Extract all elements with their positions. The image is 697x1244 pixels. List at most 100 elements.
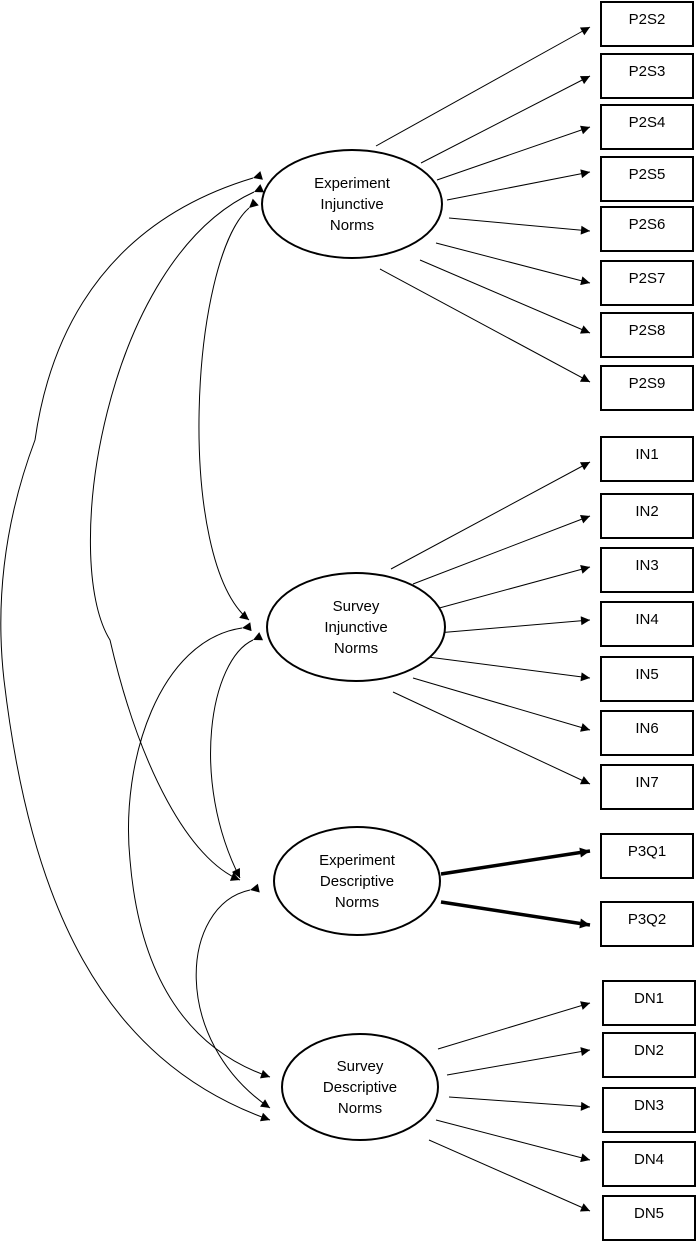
- latent-label-line: Experiment: [319, 852, 396, 869]
- indicator-in2: IN2: [600, 493, 694, 539]
- covariance-arrow-sur-inj-sur-desc: [128, 622, 271, 1079]
- loading-arrow-in6: [412, 677, 591, 732]
- indicator-label: IN1: [635, 446, 658, 463]
- latent-label-line: Survey: [337, 1058, 384, 1075]
- indicator-dn1: DN1: [602, 980, 696, 1026]
- loading-arrow-p2s8: [419, 259, 591, 334]
- indicator-label: DN5: [634, 1205, 664, 1222]
- indicator-box: [600, 710, 694, 756]
- indicator-label: P2S3: [629, 63, 666, 80]
- loading-arrow-in7: [392, 691, 591, 785]
- loading-arrow-in5: [427, 656, 591, 682]
- indicator-p2s9: P2S9: [600, 365, 694, 411]
- latent-ellipse: [266, 572, 446, 682]
- indicator-p2s8: P2S8: [600, 312, 694, 358]
- indicator-label: IN2: [635, 503, 658, 520]
- latent-ellipses: ExperimentInjunctiveNormsSurveyInjunctiv…: [261, 149, 446, 1141]
- indicator-box: [600, 260, 694, 306]
- indicator-p2s6: P2S6: [600, 206, 694, 252]
- loading-arrow-p2s2: [375, 26, 591, 147]
- covariance-arrow-exp-inj-exp-desc: [89, 184, 265, 881]
- indicator-box: [600, 206, 694, 252]
- latent-ellipse: [281, 1033, 439, 1141]
- indicator-box: [600, 156, 694, 202]
- indicator-box: [600, 53, 694, 99]
- latent-label-line: Norms: [330, 217, 374, 234]
- indicator-label: DN3: [634, 1097, 664, 1114]
- indicator-box: [600, 312, 694, 358]
- indicator-in7: IN7: [600, 764, 694, 810]
- indicator-box: [602, 1195, 696, 1241]
- indicator-label: IN5: [635, 666, 658, 683]
- covariance-arrow-exp-inj-sur-inj: [198, 198, 259, 621]
- indicator-dn5: DN5: [602, 1195, 696, 1241]
- loading-arrow-p2s9: [379, 268, 591, 383]
- covariance-arrows: [0, 171, 271, 1122]
- latent-label-line: Injunctive: [320, 196, 383, 213]
- indicator-dn3: DN3: [602, 1087, 696, 1133]
- covariance-arrow-exp-inj-sur-desc: [0, 171, 271, 1122]
- indicator-box: [600, 833, 694, 879]
- indicator-label: P2S6: [629, 216, 666, 233]
- indicator-box: [602, 1032, 696, 1078]
- indicator-in1: IN1: [600, 436, 694, 482]
- loading-arrow-in4: [436, 616, 591, 634]
- indicator-box: [600, 493, 694, 539]
- indicator-in4: IN4: [600, 601, 694, 647]
- indicator-label: DN1: [634, 990, 664, 1007]
- indicator-box: [600, 901, 694, 947]
- indicator-in3: IN3: [600, 547, 694, 593]
- indicator-label: IN7: [635, 774, 658, 791]
- covariance-arrow-sur-inj-exp-desc: [210, 632, 264, 879]
- indicator-label: IN6: [635, 720, 658, 737]
- covariance-arrow-exp-desc-sur-desc: [195, 883, 271, 1109]
- indicator-box: [602, 980, 696, 1026]
- latent-label-line: Descriptive: [320, 873, 394, 890]
- indicator-label: P3Q1: [628, 843, 666, 860]
- indicator-p2s2: P2S2: [600, 1, 694, 47]
- loading-arrow-dn2: [446, 1047, 591, 1076]
- indicator-box: [600, 601, 694, 647]
- latent-label-line: Descriptive: [323, 1079, 397, 1096]
- indicator-label: DN4: [634, 1151, 664, 1168]
- indicator-label: P2S4: [629, 114, 666, 131]
- latent-label-line: Injunctive: [324, 619, 387, 636]
- indicator-label: DN2: [634, 1042, 664, 1059]
- loading-arrow-p2s4: [436, 125, 591, 181]
- indicator-box: [600, 764, 694, 810]
- indicator-label: P2S7: [629, 270, 666, 287]
- indicator-box: [600, 1, 694, 47]
- latent-ellipse: [261, 149, 443, 259]
- indicator-boxes: P2S2P2S3P2S4P2S5P2S6P2S7P2S8P2S9IN1IN2IN…: [600, 1, 696, 1241]
- indicator-label: P2S2: [629, 11, 666, 28]
- indicator-box: [600, 656, 694, 702]
- indicator-box: [600, 547, 694, 593]
- loading-arrow-p2s5: [446, 169, 591, 201]
- latent-label-line: Norms: [338, 1100, 382, 1117]
- loading-arrows: [375, 26, 591, 1212]
- latent-ellipse: [273, 826, 441, 936]
- loading-arrow-p3q1: [440, 847, 591, 876]
- indicator-p3q1: P3Q1: [600, 833, 694, 879]
- loading-arrow-dn1: [437, 1001, 591, 1050]
- loading-arrow-p2s6: [448, 217, 591, 235]
- latent-label-line: Norms: [335, 894, 379, 911]
- loading-arrow-dn4: [435, 1119, 591, 1163]
- indicator-label: IN4: [635, 611, 658, 628]
- indicator-box: [600, 436, 694, 482]
- indicator-p2s3: P2S3: [600, 53, 694, 99]
- loading-arrow-p2s3: [420, 75, 591, 164]
- loading-arrow-in3: [431, 565, 591, 611]
- indicator-p2s5: P2S5: [600, 156, 694, 202]
- loading-arrow-p2s7: [435, 242, 591, 286]
- indicator-p2s4: P2S4: [600, 104, 694, 150]
- loading-arrow-in1: [390, 461, 591, 570]
- latent-label-line: Experiment: [314, 175, 391, 192]
- indicator-dn4: DN4: [602, 1141, 696, 1187]
- indicator-label: P2S9: [629, 375, 666, 392]
- indicator-box: [602, 1141, 696, 1187]
